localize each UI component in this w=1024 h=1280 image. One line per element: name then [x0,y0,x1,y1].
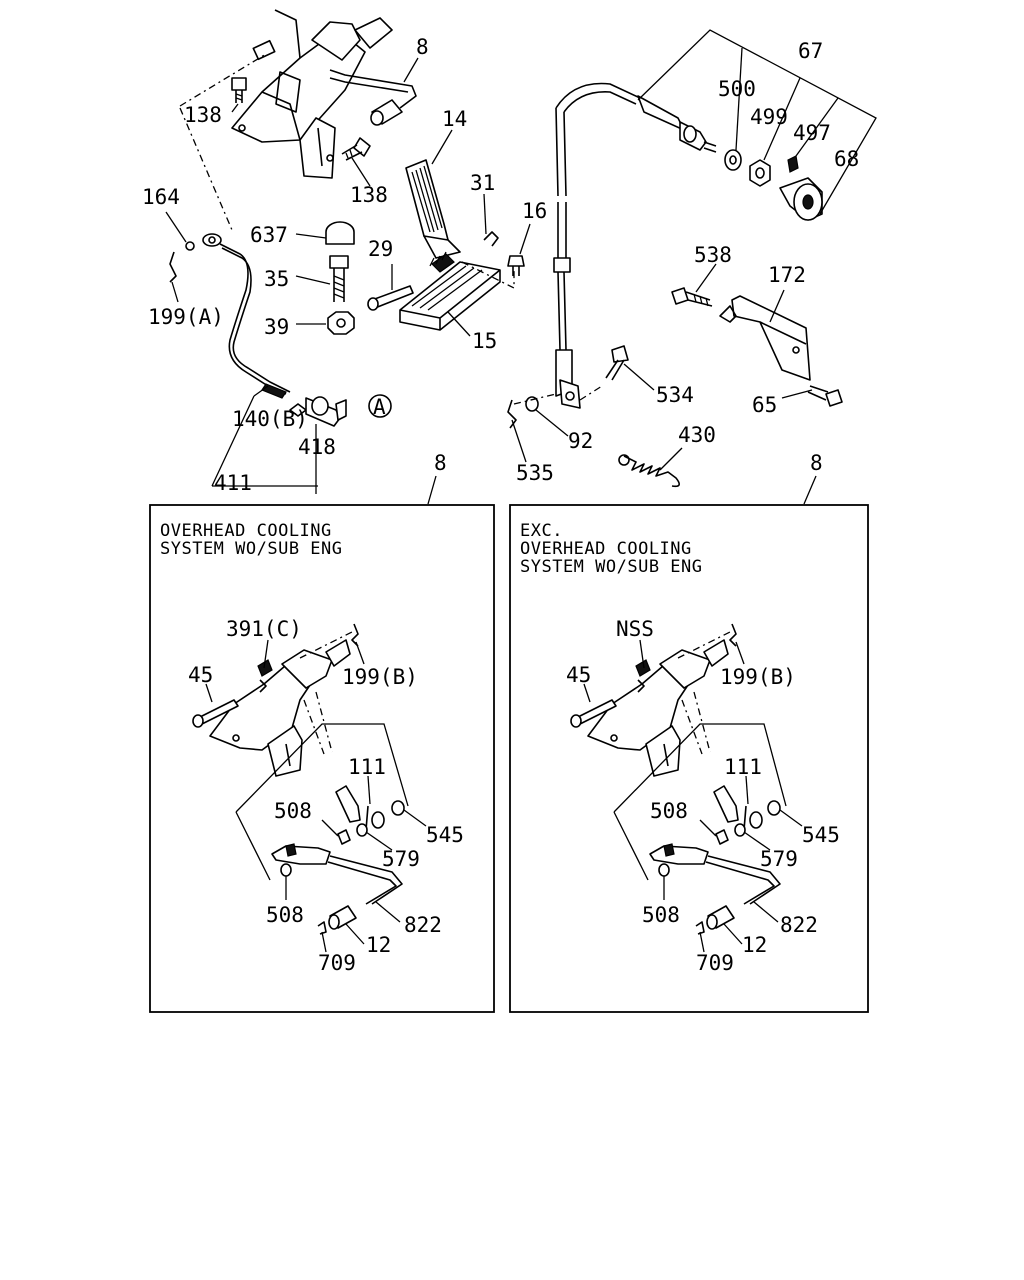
label-35: 35 [264,267,289,291]
label-538: 538 [694,243,732,267]
label-535: 535 [516,461,554,485]
box1-label-579: 579 [382,847,420,871]
leader-lines [165,57,817,505]
top-labels: 8 67 500 499 497 68 138 138 14 31 16 164… [142,35,859,495]
box2-label-45: 45 [566,663,591,687]
reference-circle-a [368,394,392,418]
label-65: 65 [752,393,777,417]
box1-label-545: 545 [426,823,464,847]
label-16: 16 [522,199,547,223]
label-31: 31 [470,171,495,195]
box2-label-579: 579 [760,847,798,871]
box2-label-709: 709 [696,951,734,975]
box2-label-545: 545 [802,823,840,847]
label-199a: 199(A) [148,305,224,329]
clip-31 [483,231,499,247]
label-box1-8: 8 [434,451,447,475]
label-39: 39 [264,315,289,339]
cable-bracket-172 [671,287,843,407]
box1-label-111: 111 [348,755,386,779]
box1-title-line2: SYSTEM WO/SUB ENG [160,539,343,559]
label-637: 637 [250,223,288,247]
box2-label-nss: NSS [616,617,654,641]
pedal-pad [399,251,501,331]
box1-label-391c: 391(C) [226,617,302,641]
box1-label-508-lower: 508 [266,903,304,927]
nut-39 [327,311,355,335]
label-138-upper: 138 [184,103,222,127]
label-418: 418 [298,435,336,459]
label-14: 14 [442,107,467,131]
label-172: 172 [768,263,806,287]
variant-box-exc-overhead-cooling: EXC. OVERHEAD COOLING SYSTEM WO/SUB ENG [509,504,869,1013]
label-box2-8: 8 [810,451,823,475]
bolt-35 [329,255,349,302]
box2-label-508-lower: 508 [642,903,680,927]
box2-label-199b: 199(B) [720,665,796,689]
box1-label-822: 822 [404,913,442,937]
box2-label-12: 12 [742,933,767,957]
box2-label-111: 111 [724,755,762,779]
label-497: 497 [793,121,831,145]
label-411: 411 [214,471,252,495]
pin-29 [367,285,414,311]
box2-label-822: 822 [780,913,818,937]
reference-label-a: A [373,395,386,419]
pedal-bracket-assembly [231,9,417,179]
box1-label-12: 12 [366,933,391,957]
box2-title-line1: EXC. [520,521,563,541]
bolt-138-lower [341,137,371,161]
screw-16 [507,255,525,276]
box2-title-line3: SYSTEM WO/SUB ENG [520,557,703,577]
ground-wire [169,233,347,427]
label-67: 67 [798,39,823,63]
variant-box-overhead-cooling: OVERHEAD COOLING SYSTEM WO/SUB ENG [149,504,495,1013]
cap-637 [325,221,355,245]
box1-title-line1: OVERHEAD COOLING [160,521,332,541]
box1-label-508-upper: 508 [274,799,312,823]
label-68: 68 [834,147,859,171]
label-8: 8 [416,35,429,59]
label-15: 15 [472,329,497,353]
box2-title-line2: OVERHEAD COOLING [520,539,692,559]
label-29: 29 [368,237,393,261]
box1-label-199b: 199(B) [342,665,418,689]
label-430: 430 [678,423,716,447]
label-140b: 140(B) [232,407,308,431]
label-534: 534 [656,383,694,407]
box1-label-45: 45 [188,663,213,687]
throttle-cable [553,82,823,351]
label-138-lower: 138 [350,183,388,207]
accelerator-pedal [405,159,461,259]
cable-end-link [507,345,629,429]
label-499: 499 [750,105,788,129]
label-164: 164 [142,185,180,209]
spring-430 [618,454,680,488]
bolt-138-upper [231,77,247,103]
box1-label-709: 709 [318,951,356,975]
label-92: 92 [568,429,593,453]
label-500: 500 [718,77,756,101]
box2-label-508-upper: 508 [650,799,688,823]
